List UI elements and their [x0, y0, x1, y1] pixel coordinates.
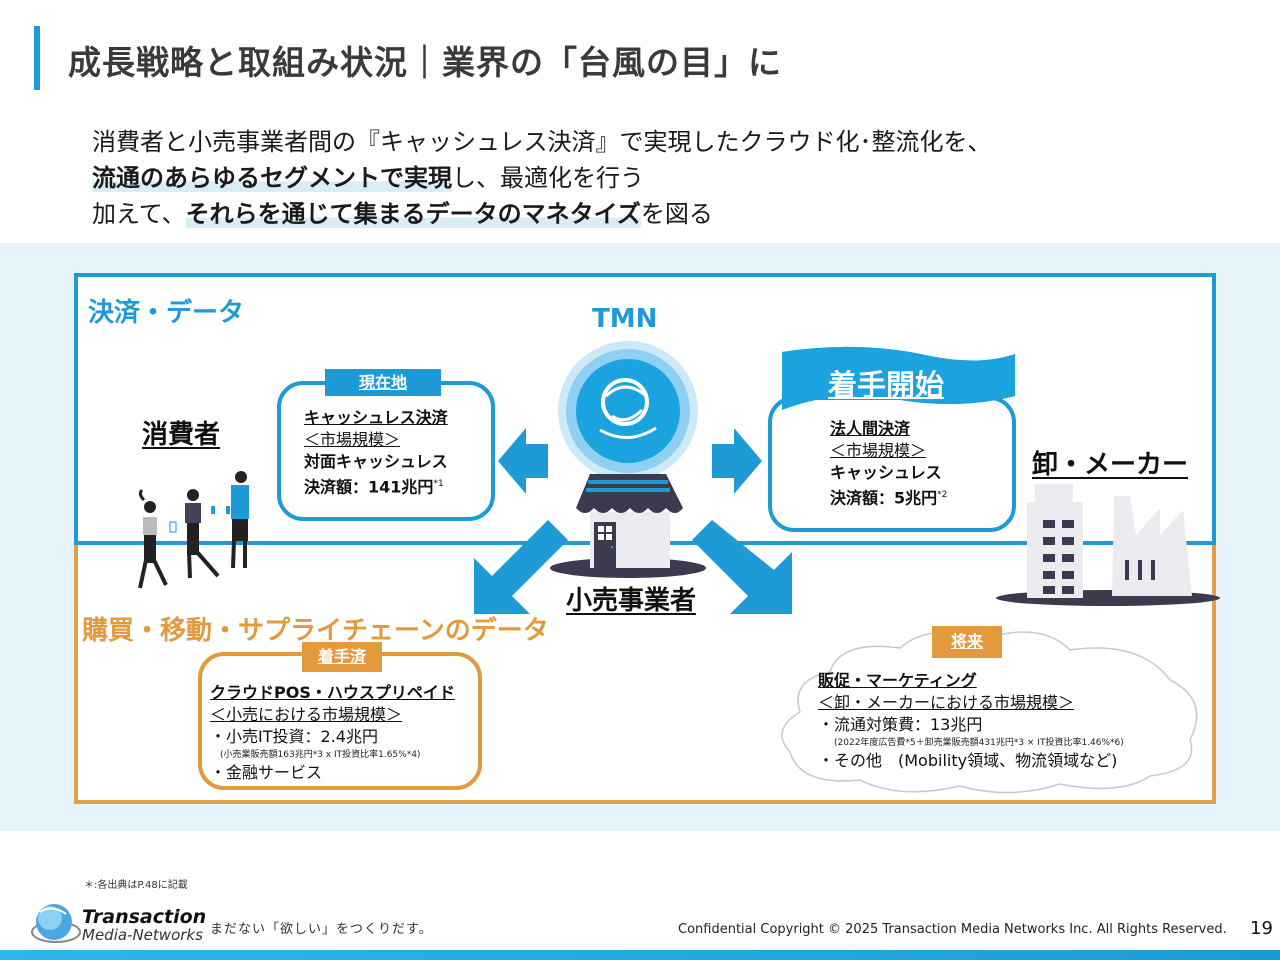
started-card-amount-unit: 兆円	[905, 488, 938, 508]
page-number: 19	[1250, 918, 1273, 939]
started-card-line2: ＜市場規模＞	[830, 441, 927, 460]
done-card-line1: クラウドPOS・ハウスプリペイド	[210, 683, 455, 702]
logo-text-line2: Media-Networks	[82, 926, 203, 944]
started-card-amount-prefix: 決済額：	[830, 488, 895, 508]
future-card-text: 販促・マーケティング ＜卸・メーカーにおける市場規模＞ ・流通対策費：13兆円 …	[818, 670, 1124, 772]
started-card-line1: 法人間決済	[830, 419, 911, 438]
purchase-data-heading: 購買・移動・サプライチェーンのデータ	[82, 616, 549, 646]
tmn-logo-icon	[31, 904, 81, 943]
lead-text: 消費者と小売事業者間の『キャッシュレス決済』で実現したクラウド化･整流化を、 流…	[92, 124, 992, 232]
current-card-line1: キャッシュレス決済	[304, 408, 448, 427]
retail-store-icon	[550, 474, 706, 578]
current-card-amount-prefix: 決済額：	[304, 477, 369, 497]
company-tagline: まだない「欲しい」をつくりだす。	[210, 922, 433, 937]
done-card-line2: ＜小売における市場規模＞	[210, 705, 403, 724]
logo-text-line1: Transaction	[82, 906, 207, 928]
copyright-text: Confidential Copyright © 2025 Transactio…	[678, 922, 1227, 937]
current-card-amount: 141	[368, 477, 402, 497]
page-title: 成長戦略と取組み状況｜業界の「台風の目」に	[68, 43, 782, 82]
started-card-text: 法人間決済 ＜市場規模＞ キャッシュレス 決済額：5兆円*2	[830, 418, 947, 509]
wholesale-buildings-icon	[996, 484, 1220, 606]
current-card-footnote: *1	[433, 479, 444, 489]
arrow-left-icon	[498, 428, 548, 494]
lead-line-1: 消費者と小売事業者間の『キャッシュレス決済』で実現したクラウド化･整流化を、	[92, 128, 992, 156]
future-card-line4: (2022年度広告費*5＋卸売業販売額431兆円*3 × IT投資比率1.46%…	[834, 738, 1124, 748]
tmn-label: TMN	[592, 304, 658, 334]
lead-line-2-emphasis: 流通のあらゆるセグメントで実現	[92, 164, 452, 192]
current-card-line2: ＜市場規模＞	[304, 430, 401, 449]
done-status-tag: 着手済	[302, 642, 382, 672]
started-status-tag: 着手開始	[828, 368, 945, 402]
future-card-line3: ・流通対策費：13兆円	[818, 715, 983, 734]
done-card-line5: ・金融サービス	[210, 763, 323, 782]
started-card-line4: 決済額：5兆円*2	[830, 484, 947, 509]
current-card-line3: 対面キャッシュレス	[304, 452, 448, 471]
current-card-amount-unit: 兆円	[401, 477, 434, 497]
future-card-line2: ＜卸・メーカーにおける市場規模＞	[818, 693, 1075, 712]
future-card-line1: 販促・マーケティング	[818, 671, 977, 690]
consumers-illustration	[138, 471, 249, 589]
started-card-amount: 5	[894, 488, 906, 508]
done-card-text: クラウドPOS・ハウスプリペイド ＜小売における市場規模＞ ・小売IT投資：2.…	[210, 682, 455, 784]
footer-accent-bar	[0, 950, 1280, 960]
arrow-right-icon	[712, 428, 762, 494]
done-card-line4: (小売業販売額163兆円*3 x IT投資比率1.65%*4)	[220, 750, 421, 760]
tmn-globe-icon	[558, 341, 698, 481]
future-card-line5: ・その他 (Mobility領域、物流領域など)	[818, 751, 1118, 770]
arrow-down-right-icon	[692, 520, 792, 614]
lead-line-3-emphasis: それらを通じて集まるデータのマネタイズ	[185, 200, 641, 228]
title-accent-bar	[34, 26, 40, 90]
current-status-tag: 現在地	[325, 369, 441, 396]
lead-line-2-rest: し、最適化を行う	[452, 164, 644, 192]
retailer-label: 小売事業者	[566, 586, 697, 616]
lead-line-3: 加えて、それらを通じて集まるデータのマネタイズを図る	[92, 196, 992, 232]
done-status-card	[198, 652, 482, 790]
wholesale-label: 卸・メーカー	[1032, 450, 1189, 480]
current-status-card	[277, 381, 495, 521]
lead-line-3-prefix: 加えて、	[92, 200, 186, 228]
arrow-down-left-icon	[474, 520, 568, 614]
current-card-text: キャッシュレス決済 ＜市場規模＞ 対面キャッシュレス 決済額：141兆円*1	[304, 407, 448, 498]
consumer-label: 消費者	[142, 420, 221, 450]
payment-data-heading: 決済・データ	[88, 298, 245, 328]
footnote-sources: ＊:各出典はP.48に記載	[84, 880, 188, 891]
future-status-tag: 将来	[932, 626, 1002, 658]
started-card-footnote: *2	[937, 490, 948, 500]
lead-line-2: 流通のあらゆるセグメントで実現し、最適化を行う	[92, 160, 992, 196]
lead-line-3-suffix: を図る	[640, 200, 713, 228]
current-card-line4: 決済額：141兆円*1	[304, 473, 448, 498]
started-card-line3: キャッシュレス	[830, 463, 942, 482]
done-card-line3: ・小売IT投資：2.4兆円	[210, 727, 378, 746]
